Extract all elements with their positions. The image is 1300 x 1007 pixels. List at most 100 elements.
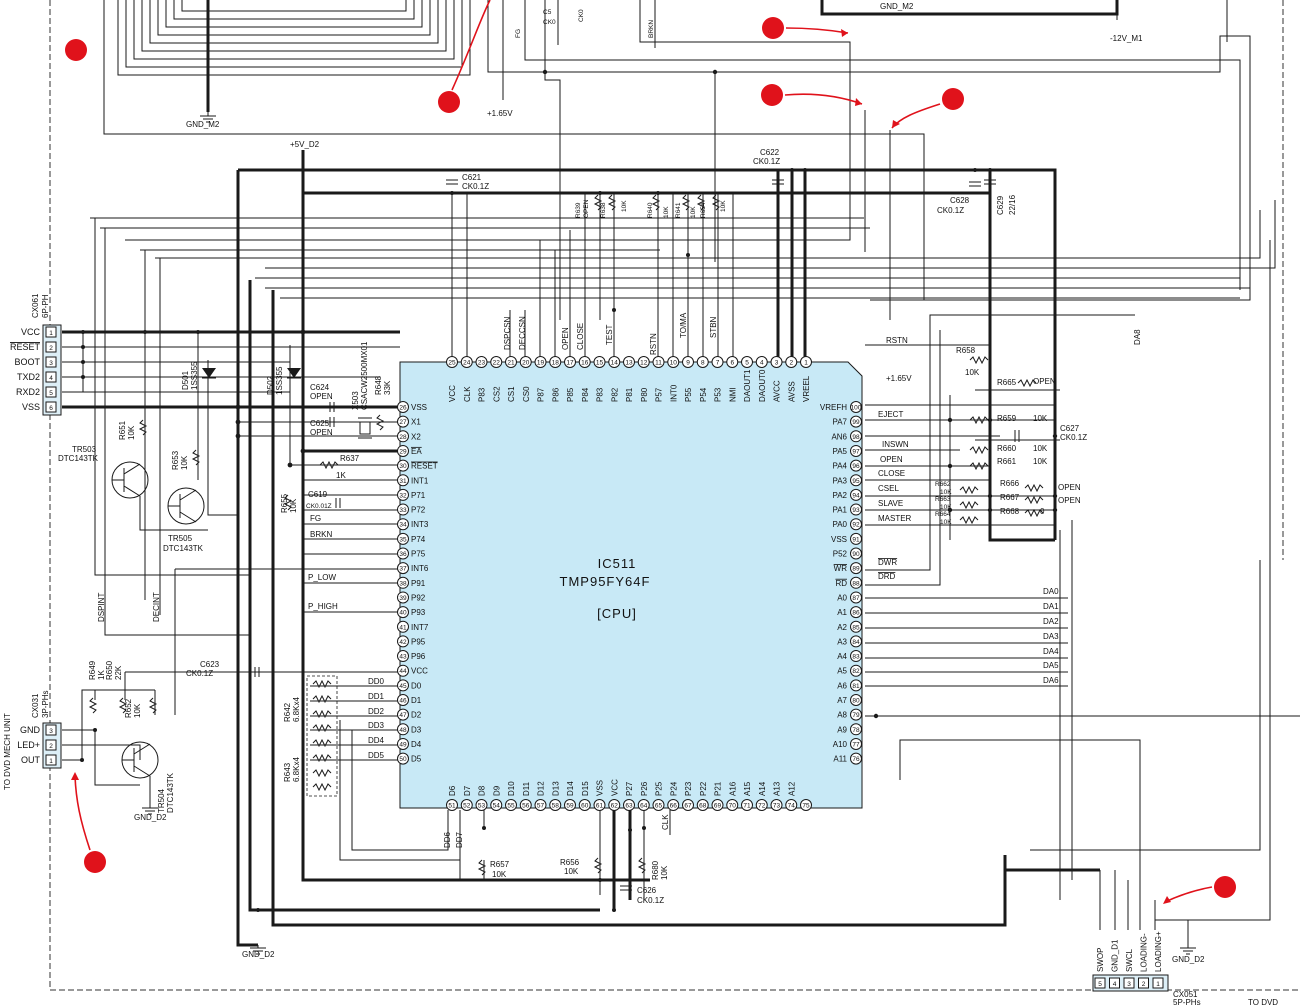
r639-val: OPEN (583, 199, 590, 218)
ic-pin-5 (741, 356, 753, 368)
ic-pin-17 (564, 356, 576, 368)
cx051-pin-signal: SWCL (1125, 948, 1134, 972)
net-slave: SLAVE (878, 499, 903, 508)
ic-pin-number: 62 (611, 803, 619, 810)
ic-pin-number: 28 (399, 434, 407, 441)
ic-pin-number: 27 (399, 419, 407, 426)
r640-val: 10K (663, 206, 670, 218)
ic-pin-signal: P25 (655, 781, 664, 796)
r656-val: 10K (564, 867, 579, 876)
r658-ref: R658 (956, 346, 976, 355)
net-rstn-top: RSTN (649, 333, 658, 355)
ic-pin-number: 55 (507, 803, 515, 810)
ic-pin-number: 38 (399, 580, 407, 587)
ic-pin-27 (397, 415, 409, 428)
ic-pin-signal: INT0 (669, 384, 678, 402)
ic-pin-signal: VSS (831, 535, 847, 544)
ic-pin-34 (397, 518, 409, 531)
ic-pin-62 (608, 799, 621, 811)
ic-pin-3 (770, 356, 783, 368)
ic-pin-25 (446, 356, 458, 368)
c625-ref: C625 (310, 419, 330, 428)
ic-pin-85 (850, 620, 862, 633)
ic-pin-number: 69 (714, 803, 722, 810)
cx031-pin-number: 3 (49, 728, 53, 735)
ic-pin-number: 74 (788, 803, 796, 810)
ic-pin-18 (549, 356, 562, 368)
ic-pin-signal: P57 (655, 387, 664, 402)
ic-pin-signal: P72 (411, 506, 426, 515)
ic-pin-signal: DAOUT0 (758, 369, 767, 402)
ic-pin-signal: CLK (463, 386, 472, 402)
ic-pin-79 (850, 708, 862, 721)
r661-ref: R661 (997, 457, 1017, 466)
r652-val: 10K (133, 703, 142, 718)
ic-pin-number: 90 (852, 551, 860, 558)
ic-pin-41 (397, 620, 409, 633)
cx061-pin-number: 4 (49, 375, 53, 382)
r653-val: 10K (180, 455, 189, 470)
ic-pin-number: 10 (670, 360, 678, 367)
ic-pin-number: 21 (507, 360, 515, 367)
net-master: MASTER (878, 514, 912, 523)
ic-pin-52 (460, 799, 473, 811)
tr503-ref: TR503 (72, 445, 97, 454)
ic-pin-number: 98 (852, 434, 860, 441)
ic-pin-signal: VREFH (820, 403, 847, 412)
r668-ref: R668 (1000, 507, 1020, 516)
ic-pin-signal: P83 (596, 387, 605, 402)
ic-pin-61 (593, 799, 606, 811)
ic-pin-signal: PA1 (832, 506, 847, 515)
ic-pin-number: 13 (625, 360, 633, 367)
net-da1: DA1 (1043, 602, 1059, 611)
r680-val: 10K (660, 865, 669, 880)
x503-ref: X503 (351, 391, 360, 410)
ic-pin-40 (397, 606, 409, 619)
ic-pin-15 (593, 356, 606, 368)
ic-pin-signal: D0 (411, 681, 422, 690)
ic-pin-signal: P85 (566, 387, 575, 402)
bus-lines-upper (90, 200, 1276, 636)
r653-ref: R653 (171, 450, 180, 470)
ic-pin-number: 29 (399, 448, 407, 455)
ic-pin-signal: AN6 (831, 432, 847, 441)
ic-pin-47 (397, 708, 409, 721)
ic-pin-signal: P52 (833, 550, 848, 559)
r661-val: 10K (1033, 457, 1048, 466)
ic-pin-signal: P74 (411, 535, 426, 544)
net-dd0: DD0 (368, 677, 385, 686)
net-inswn: INSWN (882, 440, 909, 449)
cx051-pin-1 (1152, 977, 1164, 989)
ic-pin-22 (490, 356, 503, 368)
ic-pin-number: 33 (399, 507, 407, 514)
net-dd6: DD6 (443, 831, 452, 848)
net-ck0-top: CK0 (543, 19, 556, 26)
cx051-pin-number: 4 (1113, 981, 1117, 988)
cx061-pin-6 (45, 401, 57, 413)
ic-pin-95 (850, 474, 862, 487)
ic-pin-74 (785, 799, 798, 811)
cx051-pin-4 (1109, 977, 1120, 989)
cx051-pin-number: 1 (1156, 981, 1160, 988)
ic-pin-signal: P82 (610, 387, 619, 402)
cx031-pin-3 (45, 724, 57, 736)
r638-ref: R638 (600, 202, 607, 218)
ic-pin-67 (682, 799, 694, 811)
ic-pin-signal: A8 (837, 711, 847, 720)
ic-pin-number: 84 (852, 639, 860, 646)
ic-pin-number: 56 (522, 803, 530, 810)
c627-val: CK0.1Z (1060, 433, 1087, 442)
ic-pin-signal: A10 (833, 740, 848, 749)
net-dd3: DD3 (368, 721, 385, 730)
ic-pin-number: 3 (775, 360, 779, 367)
net-stbn: STBN (709, 316, 718, 338)
ic-pin-signal: D2 (411, 711, 422, 720)
cx031-pin-number: 2 (49, 743, 53, 750)
r663-val: 10K (940, 504, 952, 511)
ic-pin-number: 72 (758, 803, 766, 810)
net-ck0-top-2: CK0 (578, 9, 585, 22)
ic-pin-signal: P27 (625, 781, 634, 796)
ic-pin-number: 83 (852, 654, 860, 661)
ic-pin-number: 7 (716, 360, 720, 367)
cx061-pin-1 (45, 326, 57, 338)
